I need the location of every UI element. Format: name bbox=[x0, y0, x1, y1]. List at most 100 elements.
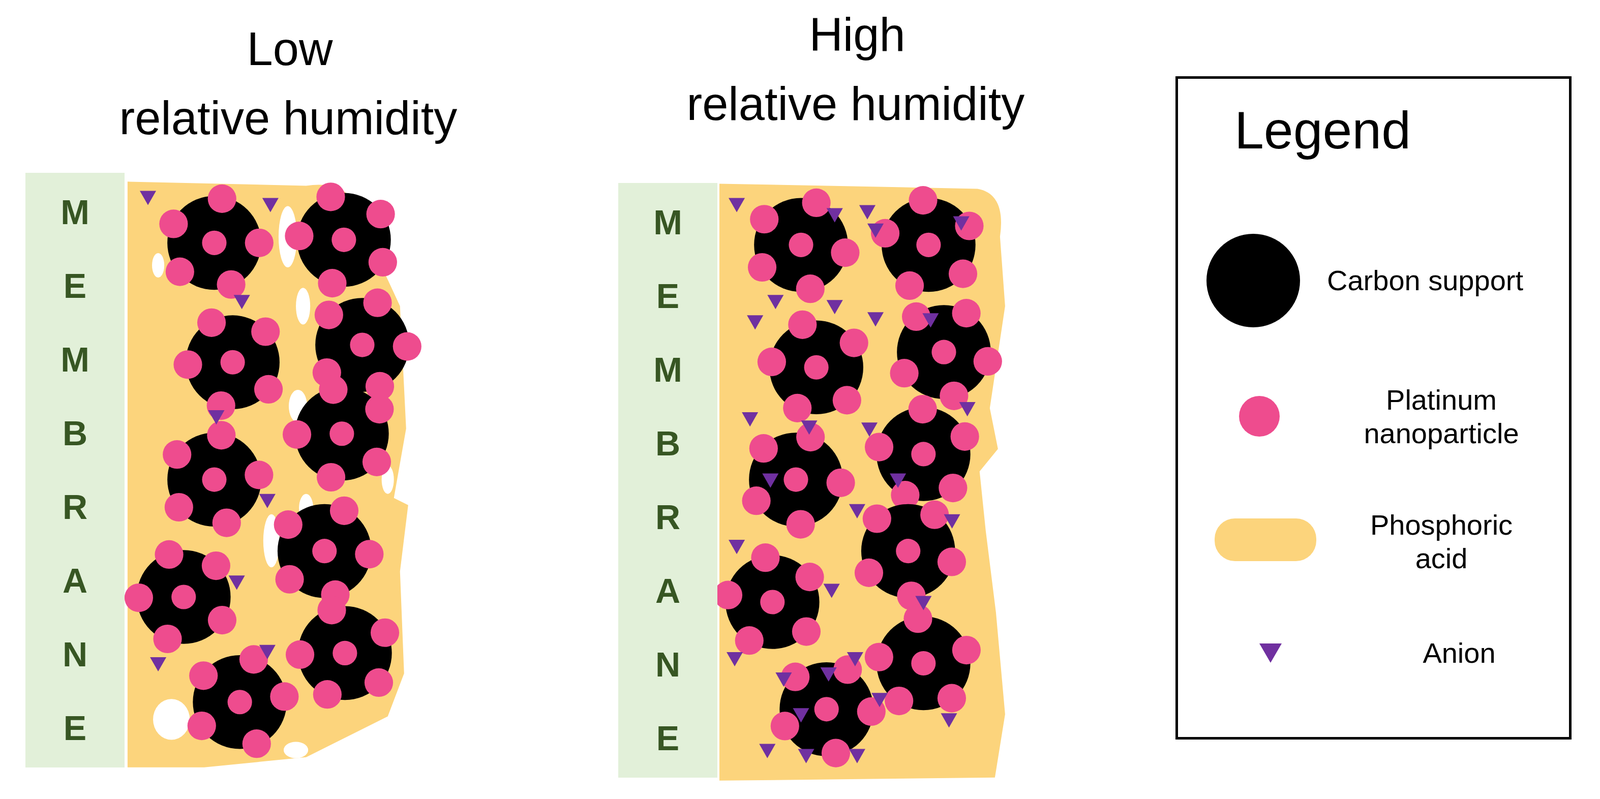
platinum-nanoparticle bbox=[802, 188, 831, 218]
platinum-nanoparticle bbox=[242, 729, 271, 759]
platinum-nanoparticle bbox=[162, 440, 192, 469]
platinum-nanoparticle bbox=[274, 510, 303, 539]
platinum-nanoparticle bbox=[804, 355, 829, 380]
panel-title: Low relative humidity bbox=[119, 14, 461, 153]
anion bbox=[915, 595, 932, 611]
anion bbox=[775, 672, 792, 687]
platinum-nanoparticle bbox=[757, 347, 787, 377]
platinum-nanoparticle bbox=[770, 711, 800, 741]
legend-box bbox=[1175, 76, 1572, 740]
platinum-nanoparticle bbox=[911, 441, 936, 467]
legend-heading: Legend bbox=[1234, 99, 1411, 161]
platinum-nanoparticle bbox=[364, 668, 394, 698]
platinum-nanoparticle bbox=[197, 308, 226, 338]
anion bbox=[259, 645, 276, 660]
platinum-nanoparticle bbox=[314, 300, 344, 329]
platinum-nanoparticle bbox=[366, 199, 396, 229]
platinum-nanoparticle bbox=[864, 643, 894, 672]
platinum-nanoparticle bbox=[354, 539, 384, 569]
platinum-nanoparticle bbox=[903, 604, 932, 633]
platinum-nanoparticle bbox=[316, 182, 345, 211]
platinum-nanoparticle bbox=[952, 298, 981, 328]
platinum-nanoparticle bbox=[254, 375, 283, 404]
platinum-nanoparticle bbox=[890, 358, 919, 388]
legend-swatch bbox=[1214, 518, 1317, 562]
anion bbox=[861, 422, 878, 437]
platinum-nanoparticle bbox=[153, 624, 182, 654]
anion bbox=[139, 190, 157, 205]
anion bbox=[728, 539, 745, 555]
platinum-nanoparticle bbox=[795, 562, 824, 592]
anion bbox=[889, 473, 907, 489]
phosphoric-acid-film bbox=[127, 181, 409, 768]
anion bbox=[228, 575, 246, 590]
anion bbox=[959, 402, 976, 417]
platinum-nanoparticle bbox=[854, 558, 884, 588]
anion bbox=[871, 692, 888, 708]
anion bbox=[741, 412, 759, 427]
platinum-nanoparticle bbox=[331, 227, 356, 253]
platinum-nanoparticle bbox=[370, 618, 400, 648]
anion bbox=[940, 713, 957, 728]
anion bbox=[762, 473, 779, 489]
anion bbox=[759, 744, 776, 759]
platinum-nanoparticle bbox=[206, 420, 236, 450]
platinum-nanoparticle bbox=[948, 259, 978, 289]
platinum-nanoparticle bbox=[201, 230, 227, 256]
platinum-nanoparticle bbox=[884, 686, 914, 716]
pore-gap bbox=[152, 253, 165, 278]
platinum-nanoparticle bbox=[171, 584, 196, 610]
platinum-nanoparticle bbox=[788, 232, 813, 258]
platinum-nanoparticle bbox=[363, 288, 392, 318]
anion bbox=[728, 197, 745, 213]
legend-swatch bbox=[1206, 233, 1301, 328]
platinum-nanoparticle bbox=[750, 543, 780, 572]
anion bbox=[149, 657, 167, 672]
anion bbox=[820, 667, 837, 682]
platinum-nanoparticle bbox=[796, 274, 825, 304]
platinum-nanoparticle bbox=[735, 626, 764, 655]
platinum-nanoparticle bbox=[931, 340, 956, 365]
platinum-nanoparticle bbox=[207, 184, 237, 214]
platinum-nanoparticle bbox=[749, 434, 778, 463]
platinum-nanoparticle bbox=[269, 682, 299, 711]
platinum-nanoparticle bbox=[895, 271, 924, 300]
platinum-nanoparticle bbox=[165, 257, 195, 287]
platinum-nanoparticle bbox=[329, 496, 359, 526]
platinum-nanoparticle bbox=[760, 589, 785, 615]
membrane-band: MEMBRANE bbox=[25, 172, 125, 768]
platinum-nanoparticle bbox=[316, 463, 346, 492]
platinum-nanoparticle bbox=[895, 538, 921, 564]
platinum-nanoparticle bbox=[313, 680, 342, 709]
platinum-nanoparticle bbox=[227, 689, 253, 715]
membrane-label: MEMBRANE bbox=[57, 175, 93, 766]
anion bbox=[953, 216, 970, 231]
platinum-nanoparticle bbox=[332, 641, 357, 666]
anion bbox=[867, 223, 884, 238]
anion bbox=[797, 749, 814, 764]
pore-gap bbox=[295, 287, 311, 325]
phosphoric-acid-film bbox=[719, 183, 1006, 781]
platinum-nanoparticle bbox=[908, 395, 938, 424]
platinum-nanoparticle bbox=[317, 268, 347, 298]
legend-text: Phosphoric acid bbox=[1342, 508, 1541, 576]
platinum-nanoparticle bbox=[282, 420, 312, 449]
anion bbox=[767, 294, 784, 310]
platinum-nanoparticle bbox=[938, 473, 968, 503]
platinum-nanoparticle bbox=[317, 595, 346, 625]
anion bbox=[746, 315, 764, 330]
platinum-nanoparticle bbox=[911, 651, 936, 676]
platinum-nanoparticle bbox=[154, 540, 184, 569]
platinum-nanoparticle bbox=[937, 684, 966, 713]
legend-swatch bbox=[1239, 396, 1280, 437]
legend-text: Platinum nanoparticle bbox=[1342, 383, 1541, 451]
anion bbox=[847, 652, 864, 667]
membrane-band: MEMBRANE bbox=[618, 183, 718, 778]
anion bbox=[826, 299, 843, 315]
anion bbox=[943, 514, 960, 529]
platinum-nanoparticle bbox=[742, 486, 771, 516]
platinum-nanoparticle bbox=[749, 204, 779, 234]
anion bbox=[849, 504, 866, 519]
platinum-nanoparticle bbox=[284, 221, 314, 251]
platinum-nanoparticle bbox=[318, 375, 348, 404]
